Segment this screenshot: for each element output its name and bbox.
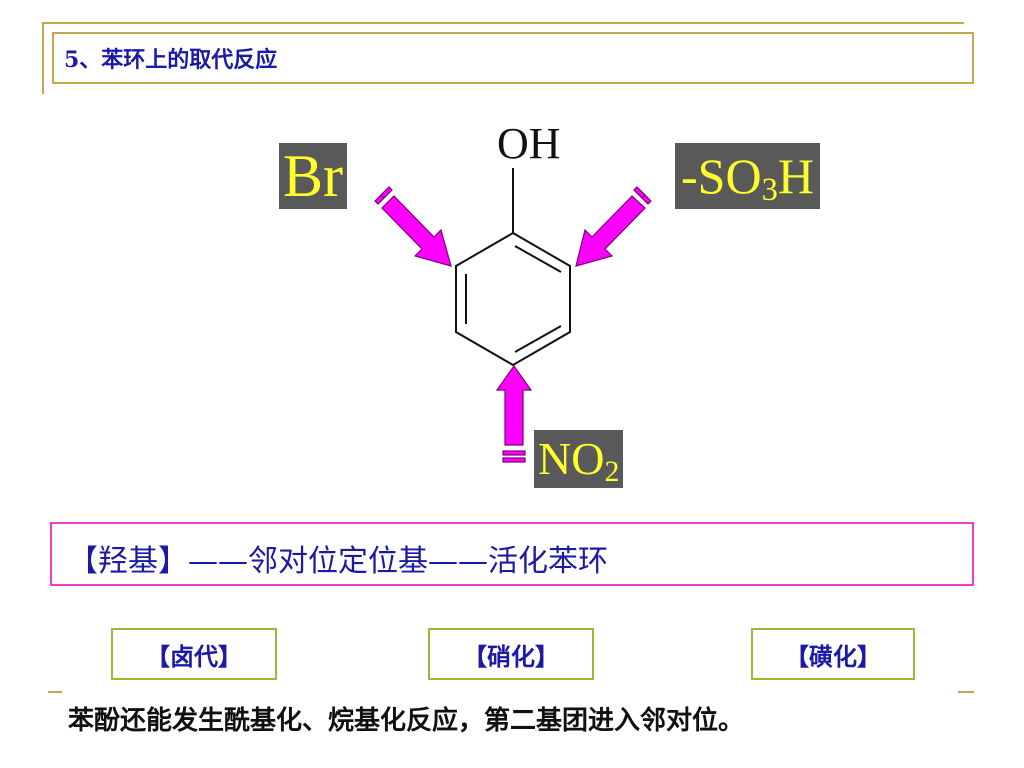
footer-right-dash <box>958 691 974 693</box>
arrow-so3h <box>575 186 652 267</box>
title-top-rule <box>44 22 964 24</box>
no2-prefix: NO <box>538 433 605 484</box>
hydroxyl-statement-box <box>50 522 974 586</box>
sulfonation-box[interactable]: 【磺化】 <box>751 628 915 680</box>
halogenation-box[interactable]: 【卤代】 <box>111 628 277 680</box>
hydroxyl-statement: 【羟基】——邻对位定位基——活化苯环 <box>68 544 608 579</box>
arrow-br <box>374 186 452 267</box>
arrow-no2 <box>495 364 533 463</box>
nitration-box[interactable]: 【硝化】 <box>428 628 594 680</box>
no2-label: NO2 <box>534 430 624 488</box>
so3h-suffix: H <box>777 148 814 204</box>
so3h-prefix: -SO <box>681 148 762 204</box>
no2-subscript: 2 <box>604 454 620 488</box>
benzene-ring <box>455 231 571 367</box>
oh-label: OH <box>497 119 561 168</box>
so3h-label: -SO3H <box>675 143 820 209</box>
title-box <box>52 32 974 84</box>
footer-note: 苯酚还能发生酰基化、烷基化反应，第二基团进入邻对位。 <box>68 706 745 736</box>
title-left-rule <box>42 22 44 94</box>
br-label: Br <box>279 143 347 209</box>
so3h-subscript: 3 <box>761 172 778 209</box>
slide-title: 5、苯环上的取代反应 <box>64 47 278 73</box>
footer-left-dash <box>48 691 62 693</box>
